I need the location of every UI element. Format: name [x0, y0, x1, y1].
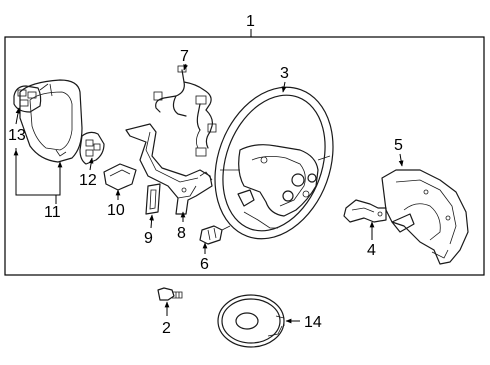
callout-6: 6: [200, 256, 209, 273]
callout-1: 1: [246, 13, 255, 30]
part-4-bracket: [343, 199, 387, 223]
leader-7: [183, 63, 188, 71]
leader-13: [15, 107, 21, 125]
part-14-airbag-module: [217, 294, 285, 348]
callout-3: 3: [280, 65, 289, 82]
callout-5: 5: [394, 137, 403, 154]
callout-2: 2: [162, 320, 171, 337]
part-5-rear-cover: [381, 169, 469, 265]
leader-12: [88, 157, 94, 171]
assembly-frame: [4, 36, 485, 276]
callout-14: 14: [304, 314, 322, 331]
part-2-bolt: [157, 287, 183, 301]
leader-9: [149, 214, 154, 229]
part-6-connector: [199, 225, 231, 245]
callout-4: 4: [367, 242, 376, 259]
callout-8: 8: [177, 225, 186, 242]
part-3-steering-wheel: [214, 86, 334, 240]
callout-7: 7: [180, 48, 189, 65]
part-13-left-cover: [13, 79, 83, 163]
part-9-trim: [145, 183, 161, 215]
callout-13: 13: [8, 127, 26, 144]
leader-11: [15, 148, 61, 196]
callout-12: 12: [79, 172, 97, 189]
callout-9: 9: [144, 230, 153, 247]
leader-5: [398, 153, 404, 167]
leader-3: [281, 81, 287, 93]
callout-10: 10: [107, 202, 125, 219]
part-8-lower-cover: [125, 123, 213, 215]
callout-11: 11: [44, 204, 61, 221]
part-10-bezel: [103, 163, 137, 191]
part-12-right-switch: [79, 131, 105, 165]
part-7-wire-harness: [153, 65, 217, 157]
